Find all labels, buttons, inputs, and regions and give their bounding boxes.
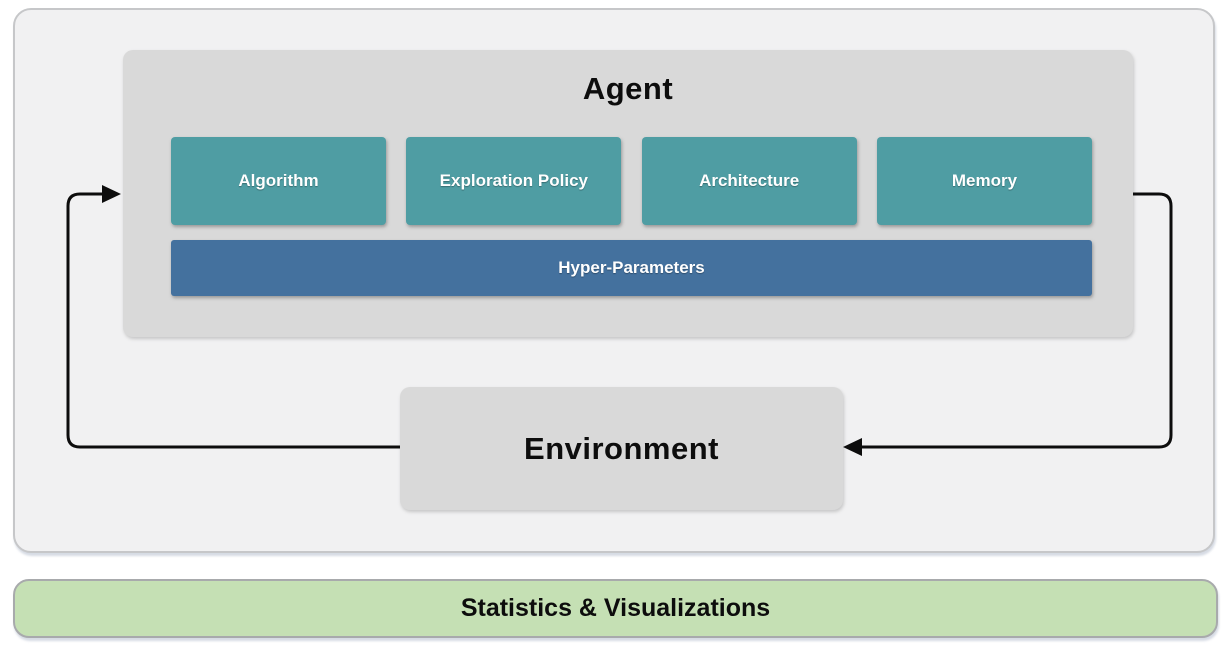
hyper-parameters-bar: Hyper-Parameters (171, 240, 1092, 296)
component-box-algorithm: Algorithm (171, 137, 386, 225)
component-box-architecture: Architecture (641, 137, 857, 225)
component-box-exploration-policy: Exploration Policy (406, 137, 622, 225)
agent-title: Agent (582, 71, 674, 106)
hyper-parameters-label: Hyper-Parameters (558, 258, 705, 277)
environment-title: Environment (524, 430, 719, 466)
environment-box: Environment (400, 387, 843, 510)
agent-panel: Agent Algorithm Exploration Policy Archi… (123, 50, 1133, 337)
component-label: Algorithm (238, 171, 319, 190)
statistics-visualizations-label: Statistics & Visualizations (460, 594, 771, 622)
agent-component-row: Algorithm Exploration Policy Architectur… (171, 137, 1092, 225)
component-label: Memory (951, 171, 1018, 190)
component-label: Exploration Policy (439, 171, 588, 190)
component-box-memory: Memory (876, 137, 1092, 225)
component-label: Architecture (699, 171, 800, 190)
statistics-visualizations-bar: Statistics & Visualizations (13, 579, 1218, 638)
